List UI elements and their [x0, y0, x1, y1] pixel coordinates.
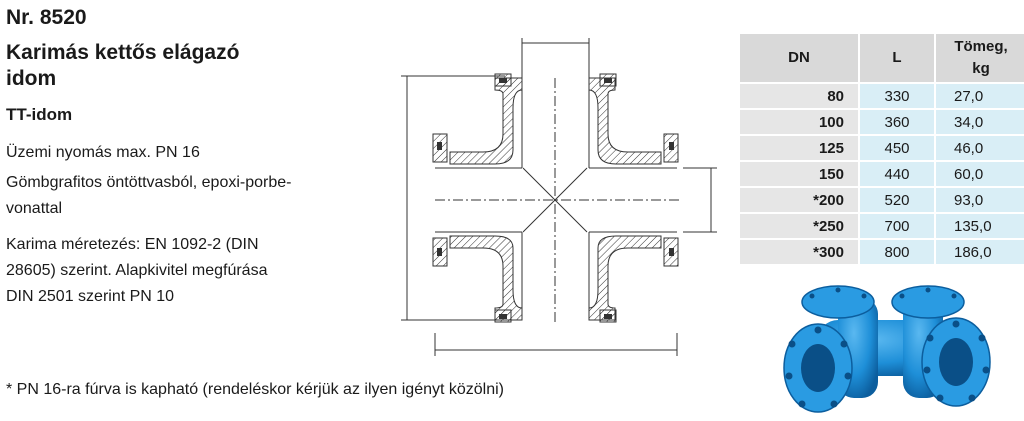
cell-mass: 46,0 — [936, 136, 1024, 160]
table-row: 150 440 60,0 — [740, 162, 1024, 186]
flange-text: Karima méretezés: EN 1092-2 (DIN 28605) … — [6, 232, 386, 310]
cell-length: 440 — [860, 162, 936, 186]
cell-dn: 150 — [740, 162, 860, 186]
header-mass-line1: Tömeg, — [954, 38, 1008, 55]
cell-length: 800 — [860, 240, 936, 264]
cell-mass: 135,0 — [936, 214, 1024, 238]
product-title: Karimás kettős elágazó idom — [6, 40, 386, 92]
cell-dn: 125 — [740, 136, 860, 160]
footnote: * PN 16-ra fúrva is kapható (rendeléskor… — [6, 381, 505, 398]
material-line1: Gömbgrafitos öntöttvasból, epoxi-porbe- — [6, 174, 292, 191]
spec-table-header: DN L Tömeg, kg — [740, 34, 1024, 82]
cell-mass: 186,0 — [936, 240, 1024, 264]
header-mass: Tömeg, kg — [936, 34, 1024, 82]
flange-line2: 28605) szerint. Alapkivitel megfúrása — [6, 262, 268, 279]
table-row: 125 450 46,0 — [740, 136, 1024, 160]
cell-dn: *200 — [740, 188, 860, 212]
cell-length: 700 — [860, 214, 936, 238]
product-title-line2: idom — [6, 67, 57, 90]
product-number: Nr. 8520 — [6, 6, 87, 29]
cell-dn: 80 — [740, 84, 860, 108]
material-text: Gömbgrafitos öntöttvasból, epoxi-porbe- … — [6, 170, 386, 222]
pressure-text: Üzemi nyomás max. PN 16 — [6, 144, 200, 161]
spec-table: DN L Tömeg, kg 80 330 27,0 100 360 34,0 … — [740, 32, 1024, 266]
product-photo — [783, 285, 991, 413]
product-subtitle: TT-idom — [6, 105, 73, 124]
cell-mass: 93,0 — [936, 188, 1024, 212]
header-length: L — [860, 34, 936, 82]
flange-line1: Karima méretezés: EN 1092-2 (DIN — [6, 236, 259, 253]
product-info: Nr. 8520 Karimás kettős elágazó idom TT-… — [6, 4, 386, 310]
table-row: *200 520 93,0 — [740, 188, 1024, 212]
table-row: *250 700 135,0 — [740, 214, 1024, 238]
table-row: *300 800 186,0 — [740, 240, 1024, 264]
cell-dn: 100 — [740, 110, 860, 134]
header-dn: DN — [740, 34, 860, 82]
cell-length: 360 — [860, 110, 936, 134]
cell-length: 330 — [860, 84, 936, 108]
cell-dn: *300 — [740, 240, 860, 264]
cell-dn: *250 — [740, 214, 860, 238]
cell-mass: 27,0 — [936, 84, 1024, 108]
cross-fitting-drawing — [401, 38, 717, 356]
table-row: 100 360 34,0 — [740, 110, 1024, 134]
product-title-line1: Karimás kettős elágazó — [6, 41, 240, 64]
material-line2: vonattal — [6, 200, 63, 217]
header-mass-line2: kg — [972, 60, 990, 77]
table-row: 80 330 27,0 — [740, 84, 1024, 108]
cell-length: 520 — [860, 188, 936, 212]
cell-length: 450 — [860, 136, 936, 160]
cell-mass: 60,0 — [936, 162, 1024, 186]
cell-mass: 34,0 — [936, 110, 1024, 134]
flange-line3: DIN 2501 szerint PN 10 — [6, 288, 175, 305]
